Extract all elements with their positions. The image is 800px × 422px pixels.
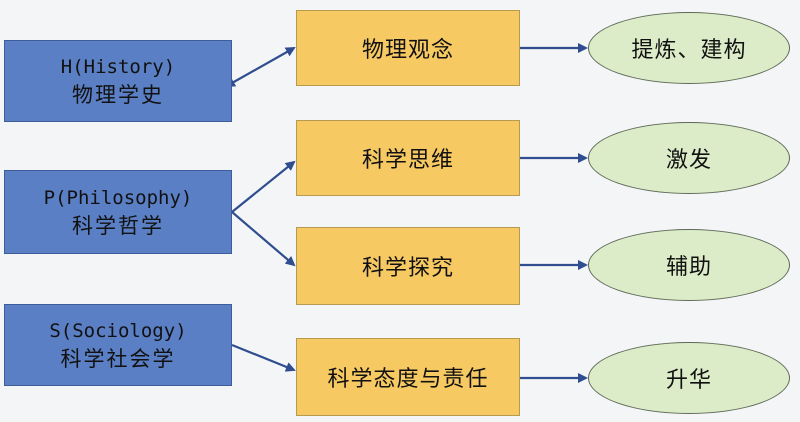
node-sociology-zh: 科学社会学 (60, 347, 176, 371)
arrow-sociology-attitude (231, 343, 296, 372)
node-attitude-responsibility: 科学态度与责任 (296, 338, 520, 416)
arrow-history-concept (225, 47, 296, 87)
node-inspire: 激发 (588, 122, 790, 194)
node-history-en: H(History) (60, 56, 176, 78)
node-physics-concept-label: 物理观念 (361, 38, 454, 63)
node-physics-concept: 物理观念 (296, 10, 520, 86)
node-sociology-en: S(Sociology) (49, 320, 187, 342)
node-attitude-responsibility-label: 科学态度与责任 (327, 367, 489, 392)
node-scientific-inquiry: 科学探究 (296, 227, 520, 305)
node-assist: 辅助 (588, 229, 790, 301)
node-sublimate-label: 升华 (665, 368, 712, 393)
node-history-zh: 物理学史 (72, 83, 164, 107)
node-history: H(History) 物理学史 (4, 40, 232, 122)
node-sublimate: 升华 (588, 342, 790, 414)
node-refine-construct: 提炼、建构 (588, 12, 790, 84)
node-inspire-label: 激发 (665, 148, 712, 173)
arrow-philosophy-inquiry (231, 211, 296, 267)
node-scientific-thinking: 科学思维 (296, 120, 520, 196)
node-philosophy: P(Philosophy) 科学哲学 (4, 170, 232, 254)
node-refine-construct-label: 提炼、建构 (631, 38, 747, 63)
node-assist-label: 辅助 (665, 255, 712, 280)
node-sociology: S(Sociology) 科学社会学 (4, 304, 232, 386)
node-scientific-thinking-label: 科学思维 (361, 148, 454, 173)
arrow-philosophy-thinking (231, 160, 296, 213)
node-philosophy-en: P(Philosophy) (43, 187, 193, 209)
node-philosophy-zh: 科学哲学 (72, 214, 164, 238)
node-scientific-inquiry-label: 科学探究 (361, 256, 454, 281)
